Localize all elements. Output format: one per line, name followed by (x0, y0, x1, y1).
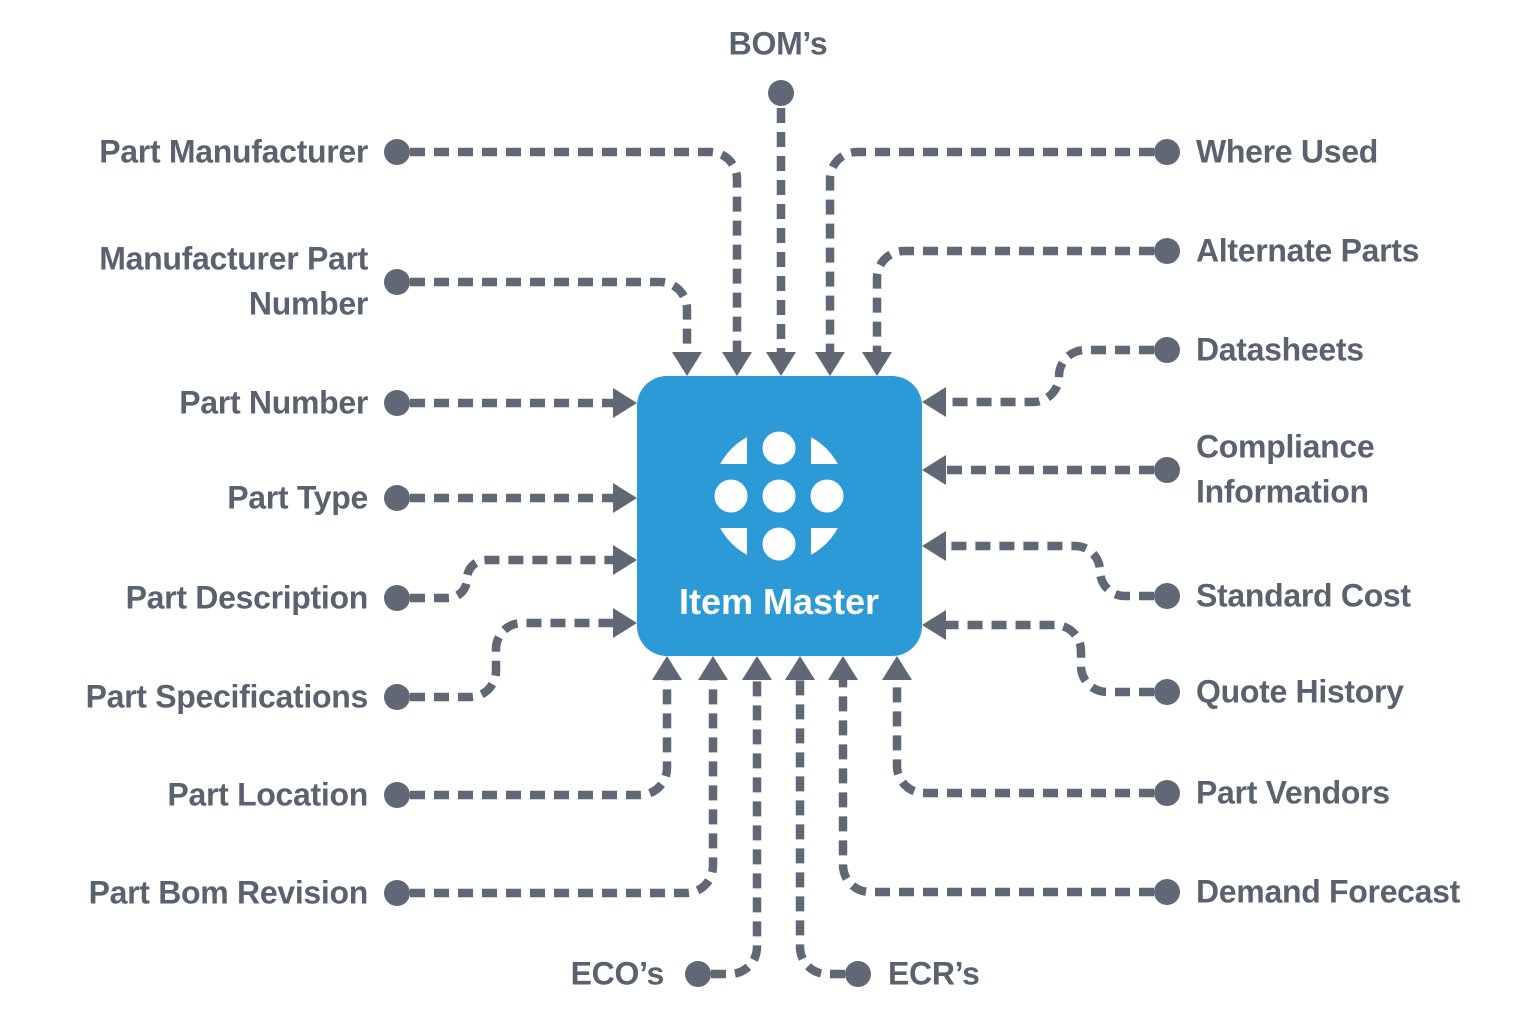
arrowhead (613, 545, 637, 575)
endpoint-dot (384, 782, 410, 808)
node-label-part-type: Part Type (227, 479, 368, 516)
item-master-title: Item Master (679, 581, 879, 622)
arrowhead (742, 656, 772, 680)
arrowhead (922, 455, 946, 485)
endpoint-dot (1154, 780, 1180, 806)
endpoint-dot (1154, 679, 1180, 705)
node-label-part-vendors: Part Vendors (1196, 774, 1390, 811)
connector-part-type (384, 483, 637, 513)
connector-where-used (815, 139, 1180, 376)
wire (892, 680, 1154, 798)
wire (946, 345, 1154, 407)
arrowhead (672, 352, 702, 376)
connector-part-manufacturer (384, 139, 752, 376)
connector-part-description (384, 545, 637, 611)
arrowhead (613, 608, 637, 638)
node-label-ecrs: ECR’s (888, 955, 980, 992)
endpoint-dot (384, 585, 410, 611)
wire (410, 277, 692, 352)
item-master-logo-icon (707, 424, 852, 569)
item-master-box: Item Master (637, 376, 922, 656)
endpoint-dot (384, 684, 410, 710)
connector-standard-cost (922, 531, 1180, 609)
connector-compliance-information (922, 455, 1180, 485)
arrowhead (815, 352, 845, 376)
endpoint-dot (384, 485, 410, 511)
wire (410, 680, 718, 898)
endpoint-dot (1154, 139, 1180, 165)
endpoint-dot (1154, 337, 1180, 363)
node-label-part-manufacturer: Part Manufacturer (99, 133, 368, 170)
connector-part-number (384, 388, 637, 418)
wire (410, 618, 613, 702)
node-label-datasheets: Datasheets (1196, 331, 1364, 368)
endpoint-dot (384, 139, 410, 165)
wire (795, 680, 845, 979)
wire (410, 680, 672, 800)
wire (825, 147, 1154, 352)
connector-ecos (685, 656, 772, 987)
arrowhead (828, 656, 858, 680)
endpoint-dot (384, 880, 410, 906)
wire (838, 680, 1154, 897)
wire (711, 680, 762, 979)
node-label-part-bom-revision: Part Bom Revision (88, 874, 369, 911)
wire (946, 541, 1154, 601)
wire (410, 555, 613, 603)
connector-part-location (384, 656, 682, 808)
connector-part-vendors (882, 656, 1180, 806)
connector-ecrs (785, 656, 871, 987)
endpoint-dot (1154, 583, 1180, 609)
node-label-ecos: ECO’s (570, 955, 665, 992)
node-label-part-number: Part Number (179, 384, 368, 421)
arrowhead (785, 656, 815, 680)
endpoint-dot (1154, 879, 1180, 905)
endpoint-dot (768, 80, 794, 106)
connector-quote-history (922, 610, 1180, 705)
node-label-standard-cost: Standard Cost (1196, 577, 1411, 614)
arrowhead (698, 656, 728, 680)
node-label-boms: BOM’s (728, 25, 828, 62)
node-label-where-used: Where Used (1196, 133, 1378, 170)
node-label-part-specifications: Part Specifications (85, 678, 369, 715)
arrowhead (922, 387, 946, 417)
node-label-quote-history: Quote History (1196, 673, 1404, 710)
node-label-demand-forecast: Demand Forecast (1196, 873, 1461, 910)
node-label-manufacturer-part-number: Manufacturer Part Number (99, 240, 368, 322)
endpoint-dot (1154, 457, 1180, 483)
connector-alternate-parts (862, 238, 1180, 376)
endpoint-dot (384, 390, 410, 416)
arrowhead (652, 656, 682, 680)
wire (946, 620, 1154, 697)
connector-datasheets (922, 337, 1180, 417)
connector-part-bom-revision (384, 656, 728, 906)
wire (410, 147, 742, 352)
endpoint-dot (384, 269, 410, 295)
arrowhead (922, 531, 946, 561)
node-label-alternate-parts: Alternate Parts (1196, 232, 1420, 269)
connector-boms (766, 80, 796, 376)
connector-manufacturer-part-number (384, 269, 702, 376)
node-label-compliance-information: Compliance Information (1196, 428, 1375, 510)
arrowhead (882, 656, 912, 680)
arrowhead (862, 352, 892, 376)
node-label-part-location: Part Location (167, 776, 368, 813)
node-label-part-description: Part Description (125, 579, 369, 616)
endpoint-dot (685, 961, 711, 987)
arrowhead (722, 352, 752, 376)
arrowhead (766, 352, 796, 376)
arrowhead (613, 388, 637, 418)
connector-demand-forecast (828, 656, 1180, 905)
arrowhead (922, 610, 946, 640)
endpoint-dot (845, 961, 871, 987)
arrowhead (613, 483, 637, 513)
wire (872, 246, 1154, 352)
connector-part-specifications (384, 608, 637, 710)
endpoint-dot (1154, 238, 1180, 264)
